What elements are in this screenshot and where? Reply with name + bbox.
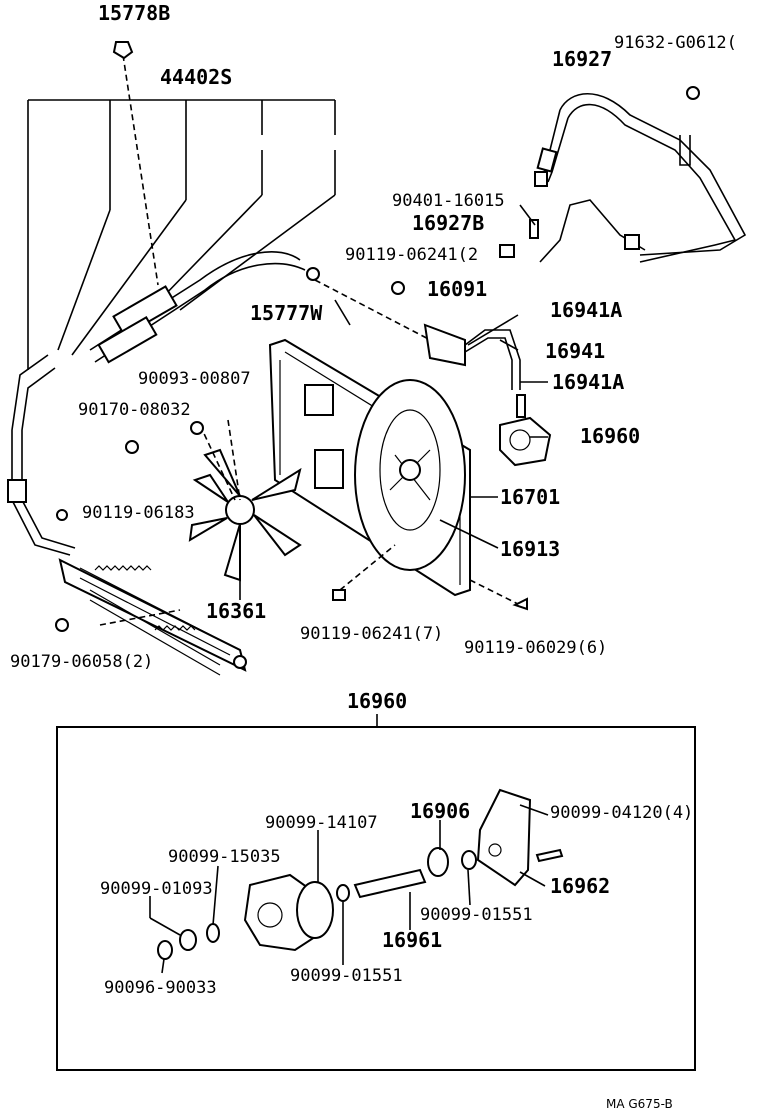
inset-label-90099-14107: 90099-14107 — [265, 813, 378, 833]
label-91632-g0612: 91632-G0612( — [614, 33, 737, 53]
inset-label-16961: 16961 — [382, 928, 442, 952]
inset-label-16962: 16962 — [550, 874, 610, 898]
label-90093-00807: 90093-00807 — [138, 369, 251, 389]
label-15778b: 15778B — [98, 1, 170, 25]
label-90401-16015: 90401-16015 — [392, 191, 505, 211]
vsv-16091 — [423, 219, 539, 390]
label-16927: 16927 — [552, 47, 612, 71]
leader-bolt-6 — [469, 579, 521, 606]
clip-15778b — [112, 41, 134, 60]
leader-cooler-bolt — [99, 609, 181, 626]
inset-frame — [56, 726, 696, 1071]
leader-15777w — [314, 279, 441, 346]
inset-parts — [157, 788, 564, 960]
fan-blade — [188, 448, 302, 582]
label-90119-06241-2: 90119-06241(2 — [345, 245, 478, 265]
leader-fan-dash-2 — [227, 419, 241, 501]
bracket-44402s — [27, 99, 336, 370]
label-16941a-upper: 16941A — [550, 298, 622, 322]
label-90119-06029-6: 90119-06029(6) — [464, 638, 607, 658]
label-15777w: 15777W — [250, 301, 323, 325]
cooler-fins — [94, 565, 196, 631]
label-90119-06241-7: 90119-06241(7) — [300, 624, 443, 644]
inset-leaders — [149, 804, 549, 974]
label-16913: 16913 — [500, 537, 560, 561]
inset-label-90099-04120-4: 90099-04120(4) — [550, 803, 693, 823]
label-16960-upper: 16960 — [580, 424, 640, 448]
inset-label-16906: 16906 — [410, 799, 470, 823]
label-16941: 16941 — [545, 339, 605, 363]
label-44402s: 44402S — [160, 65, 232, 89]
label-leaders — [239, 204, 548, 600]
leader-15778b — [122, 54, 159, 286]
inset-title: 16960 — [347, 689, 407, 713]
pump-16960 — [499, 394, 552, 467]
label-16941a-lower: 16941A — [552, 370, 624, 394]
power-steering-lines — [534, 86, 747, 263]
label-16701: 16701 — [500, 485, 560, 509]
inset-label-90099-01551-b: 90099-01551 — [290, 966, 403, 986]
inset-label-90099-01093: 90099-01093 — [100, 879, 213, 899]
drawing-code: MA G675-B — [606, 1097, 673, 1111]
label-16091: 16091 — [427, 277, 487, 301]
label-90119-06183: 90119-06183 — [82, 503, 195, 523]
bolt-glyphs — [55, 267, 528, 632]
inset-label-90096-90033: 90096-90033 — [104, 978, 217, 998]
fan-shroud — [354, 379, 466, 571]
inset-label-90099-15035: 90099-15035 — [168, 847, 281, 867]
label-90179-06058-2: 90179-06058(2) — [10, 652, 153, 672]
leader-bolt-7 — [339, 544, 396, 591]
inset-label-90099-01551-a: 90099-01551 — [420, 905, 533, 925]
leader-fan-dash — [199, 424, 236, 501]
label-16927b: 16927B — [412, 211, 484, 235]
label-16361: 16361 — [206, 599, 266, 623]
label-90170-08032: 90170-08032 — [78, 400, 191, 420]
pressure-hose-assembly — [7, 251, 306, 556]
